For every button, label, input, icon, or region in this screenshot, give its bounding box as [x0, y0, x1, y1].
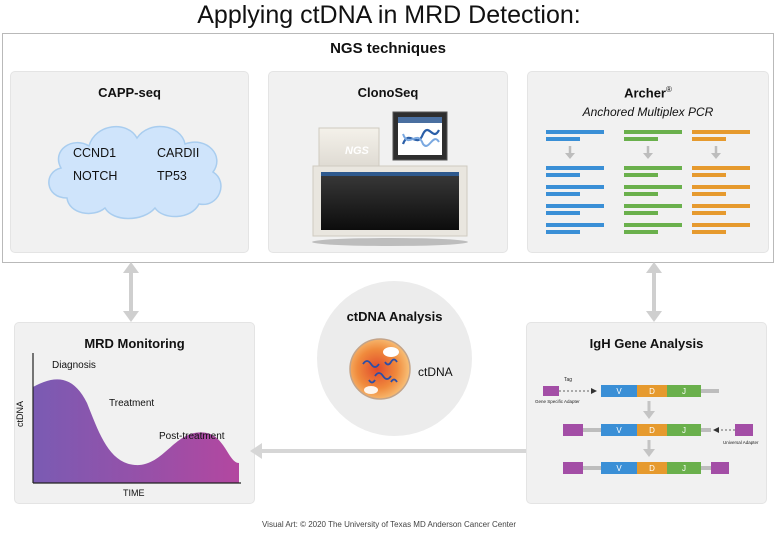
label-treatment: Treatment: [109, 398, 155, 409]
segment-j: J: [682, 387, 686, 396]
pcr-bar: [546, 130, 604, 134]
pcr-bar: [546, 192, 580, 196]
capp-seq-panel: CAPP-seq CCND1 CARDII NOTCH TP53: [11, 72, 248, 252]
pcr-bar: [546, 166, 604, 170]
ctdna-label: ctDNA: [418, 365, 453, 379]
double-arrow-right: [646, 262, 662, 322]
tag-label: Tag: [564, 377, 572, 383]
registered-mark: ®: [666, 85, 672, 94]
pcr-bar: [624, 230, 658, 234]
igh-gene-analysis-title: IgH Gene Analysis: [589, 336, 704, 351]
label-post-treatment: Post-treatment: [159, 431, 225, 442]
pcr-bar: [692, 137, 726, 141]
universal-adapter-label: Universal Adapter: [723, 440, 759, 445]
ngs-techniques-title: NGS techniques: [330, 40, 446, 57]
blood-cell-icon: [349, 338, 411, 400]
pcr-bar: [692, 223, 750, 227]
mrd-monitoring-title: MRD Monitoring: [84, 336, 185, 351]
label-diagnosis: Diagnosis: [52, 360, 96, 371]
pcr-bar: [624, 185, 682, 189]
gene-label: TP53: [157, 169, 187, 183]
clonoseq-panel: ClonoSeq NGS: [269, 72, 507, 252]
sequencer-machine-icon: NGS: [312, 111, 468, 246]
segment-j: J: [682, 426, 686, 435]
ctdna-analysis-title: ctDNA Analysis: [346, 309, 443, 324]
igh-diagram: Tag Gene Specific Adapter V D J V D J Un…: [535, 377, 759, 474]
pcr-bar: [624, 223, 682, 227]
segment-d: D: [649, 426, 655, 435]
down-arrow-head: [565, 153, 575, 159]
pcr-bar: [692, 204, 750, 208]
pcr-bar: [624, 137, 658, 141]
pcr-bar: [624, 173, 658, 177]
mrd-curve-chart: [32, 353, 241, 484]
segment-v: V: [616, 426, 622, 435]
pcr-bar: [546, 173, 580, 177]
cloud-icon: [48, 125, 222, 220]
pcr-bar: [546, 204, 604, 208]
pcr-bar: [546, 137, 580, 141]
page-title: Applying ctDNA in MRD Detection:: [197, 1, 581, 29]
pcr-bar: [624, 130, 682, 134]
pcr-bar: [624, 204, 682, 208]
capp-seq-title: CAPP-seq: [98, 85, 161, 100]
gene-specific-adapter-label: Gene Specific Adapter: [535, 399, 580, 404]
pcr-bar: [692, 173, 726, 177]
gene-label: CCND1: [73, 146, 117, 160]
segment-d: D: [649, 464, 655, 473]
gene-label: CARDII: [157, 146, 200, 160]
segment-j: J: [682, 464, 686, 473]
ngs-techniques-frame: NGS techniques CAPP-seq CCND1 CARDII NOT…: [2, 33, 774, 263]
archer-name: Archer: [624, 85, 666, 101]
pcr-bar: [692, 166, 750, 170]
y-axis-label: ctDNA: [15, 400, 26, 428]
pcr-bar: [546, 211, 580, 215]
segment-v: V: [616, 464, 622, 473]
pcr-bar: [624, 166, 682, 170]
down-arrow-head: [711, 153, 721, 159]
pcr-bar: [624, 211, 658, 215]
archer-subtitle: Anchored Multiplex PCR: [582, 105, 714, 119]
pcr-bar: [692, 211, 726, 215]
pcr-bar: [546, 230, 580, 234]
pcr-bar: [546, 223, 604, 227]
clonoseq-title: ClonoSeq: [357, 85, 419, 100]
ngs-machine-label: NGS: [345, 145, 370, 157]
mrd-monitoring-panel: MRD Monitoring ctDNA TIME Diagnosis Trea…: [15, 323, 254, 503]
pcr-bar: [692, 130, 750, 134]
pcr-bar: [624, 192, 658, 196]
igh-gene-analysis-panel: IgH Gene Analysis Tag Gene Specific Adap…: [527, 323, 766, 503]
credit-text: Visual Art: © 2020 The University of Tex…: [261, 520, 517, 529]
pcr-bar: [692, 192, 726, 196]
pcr-bar: [692, 230, 726, 234]
double-arrow-left: [123, 262, 139, 322]
double-arrow-horizontal: [250, 443, 540, 459]
pcr-bar: [546, 185, 604, 189]
down-arrow-head: [643, 153, 653, 159]
gene-label: NOTCH: [73, 169, 118, 183]
archer-panel: Archer® Anchored Multiplex PCR: [528, 72, 768, 252]
ctdna-analysis-circle: ctDNA Analysis ctDNA: [317, 281, 472, 436]
segment-d: D: [649, 387, 655, 396]
pcr-bar: [692, 185, 750, 189]
archer-title: Archer®: [528, 85, 768, 100]
x-axis-label: TIME: [123, 488, 145, 498]
segment-v: V: [616, 387, 622, 396]
multiplex-pcr-diagram: [546, 130, 750, 234]
